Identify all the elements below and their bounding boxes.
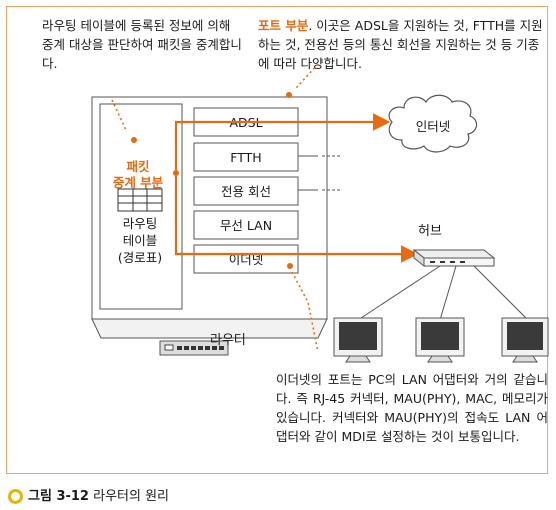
routing-table-grid (117, 188, 163, 212)
port-label: 전용 회선 (221, 184, 271, 199)
router-front-panel (159, 340, 229, 356)
internet-label: 인터넷 (416, 119, 451, 134)
port-note: 포트 부분. 이곳은 ADSL을 지원하는 것, FTTH를 지원하는 것, 전… (258, 16, 548, 73)
port-label: FTTH (230, 150, 261, 165)
routing-table-label-line2: 테이블 (123, 233, 158, 248)
figure-frame (6, 6, 548, 474)
routing-table-label-line3: (경로표) (118, 250, 162, 265)
relay-section (99, 103, 183, 310)
port-leased-line: 전용 회선 (193, 176, 299, 206)
port-ftth: FTTH (193, 142, 299, 172)
caption-title: 라우터의 원리 (93, 489, 170, 504)
relay-label-line1: 패킷 (126, 159, 149, 174)
figure-caption: 그림 3-12 라우터의 원리 (8, 485, 169, 504)
port-note-highlight: 포트 부분 (258, 18, 309, 33)
port-label: 무선 LAN (220, 218, 272, 233)
internet-cloud: 인터넷 (388, 94, 478, 153)
pc-monitor-2 (415, 317, 465, 363)
hub-label: 허브 (418, 224, 442, 239)
port-ethernet: 이더넷 (193, 244, 299, 274)
port-note-text: . 이곳은 ADSL을 지원하는 것, FTTH를 지원하는 것, 전용선 등의… (258, 18, 543, 71)
flow-to-hub (174, 176, 419, 263)
caption-bullet-icon (8, 489, 23, 504)
router-base (91, 318, 328, 339)
flow-to-internet (174, 113, 391, 170)
router-label: 라우터 (210, 333, 246, 348)
port-wireless-lan: 무선 LAN (193, 210, 299, 240)
relay-note: 라우팅 테이블에 등록된 정보에 의해 중계 대상을 판단하여 패킷을 중계합니… (42, 18, 242, 71)
routing-table-label-line1: 라우팅 (123, 216, 158, 231)
relay-label-line2: 중계 부분 (113, 175, 164, 190)
flow-origin-dot (173, 170, 179, 176)
pc-monitor-1 (333, 317, 383, 363)
hub-device (412, 248, 496, 268)
port-label: 이더넷 (229, 252, 264, 267)
caption-number: 그림 3-12 (28, 489, 89, 504)
ethernet-port-note: 이더넷의 포트는 PC의 LAN 어댑터와 거의 같습니다. 즉 RJ-45 커… (276, 372, 548, 444)
pc-monitor-3 (501, 317, 549, 363)
